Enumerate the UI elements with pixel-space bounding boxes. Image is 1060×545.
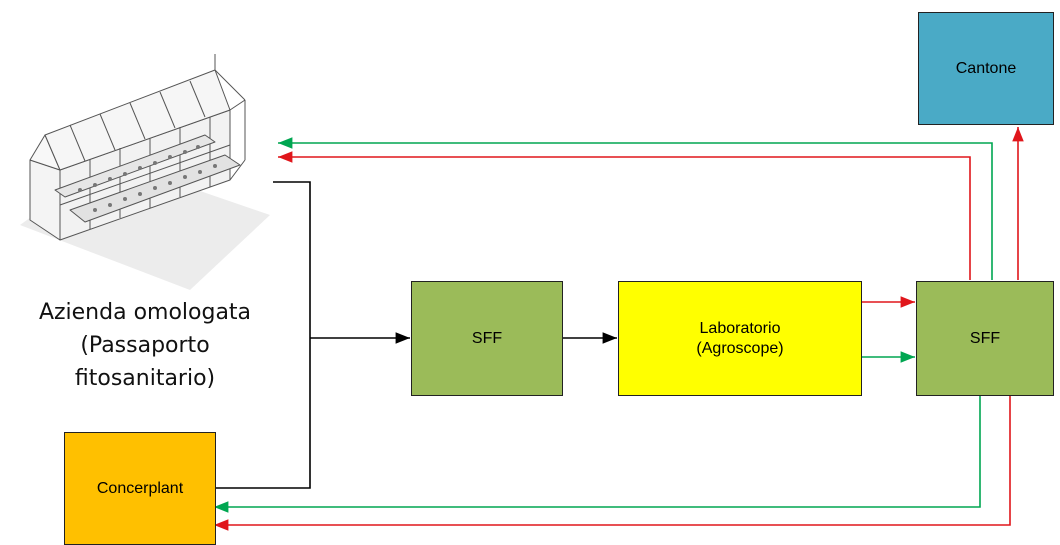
node-concerplant: Concerplant: [64, 432, 216, 545]
node-cantone-label: Cantone: [955, 59, 1017, 77]
sff-to-concerplant-red-arrow: [214, 396, 1011, 531]
node-sff-left-label: SFF: [471, 329, 503, 347]
node-cantone: Cantone: [918, 12, 1054, 125]
node-laboratorio-line1: Laboratorio: [699, 319, 781, 337]
azienda-caption-line3: fitosanitario): [74, 366, 216, 391]
greenhouse-icon: [20, 54, 270, 290]
azienda-caption: Azienda omologata (Passaporto fitosanita…: [10, 296, 280, 395]
node-laboratorio-line2: (Agroscope): [696, 339, 784, 357]
sff-to-concerplant-green-arrow: [214, 396, 981, 513]
sff-to-azienda-red-arrow: [278, 151, 971, 280]
node-sff-right-label: SFF: [969, 329, 1001, 347]
node-laboratorio: Laboratorio (Agroscope): [618, 281, 862, 396]
node-concerplant-label: Concerplant: [96, 479, 184, 497]
node-sff-left: SFF: [411, 281, 563, 396]
azienda-caption-line1: Azienda omologata: [38, 300, 252, 325]
node-sff-right: SFF: [916, 281, 1054, 396]
azienda-to-sff-connector: [216, 181, 311, 489]
sff-to-azienda-green-arrow: [278, 137, 993, 280]
azienda-caption-line2: (Passaporto: [80, 333, 210, 358]
